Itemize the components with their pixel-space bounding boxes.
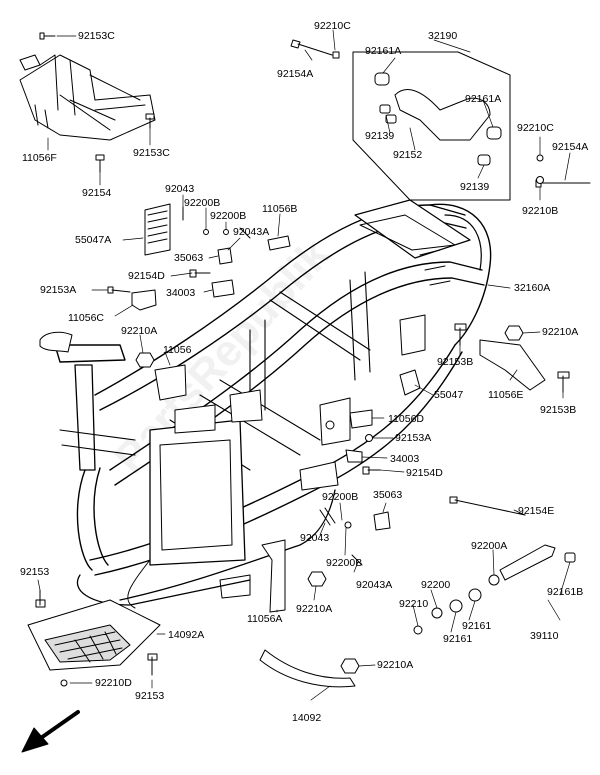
part-label-32190: 32190 <box>428 30 458 42</box>
cushion-55047 <box>399 369 421 396</box>
part-label-11056A: 11056A <box>247 613 283 625</box>
part-label-92161B: 92161B <box>547 586 584 598</box>
part-label-92161: 92161 <box>443 633 473 645</box>
part-label-92043: 92043 <box>165 183 195 195</box>
cushion-55047A <box>144 203 171 256</box>
bracket-11056E <box>479 339 546 391</box>
lower-bar-14092 <box>259 649 356 688</box>
part-label-92153: 92153 <box>20 566 50 578</box>
part-label-55047A: 55047A <box>75 234 112 246</box>
part-label-92210B: 92210B <box>522 205 559 217</box>
part-label-92200B: 92200B <box>210 210 247 222</box>
bracket-11056A <box>261 539 286 613</box>
part-label-92200A: 92200A <box>471 540 508 552</box>
part-label-92154: 92154 <box>82 187 112 199</box>
part-label-92210: 92210 <box>399 598 429 610</box>
part-label-11056C: 11056C <box>68 312 105 324</box>
bolt-parts <box>35 32 591 687</box>
leader-lines <box>37 29 571 701</box>
part-label-92210A: 92210A <box>121 325 158 337</box>
part-label-35063: 35063 <box>174 252 204 264</box>
link-39110 <box>499 544 556 581</box>
part-label-11056F: 11056F <box>22 152 57 164</box>
part-label-11056D: 11056D <box>388 413 425 425</box>
part-label-92210C: 92210C <box>517 122 554 134</box>
part-label-92210A: 92210A <box>542 326 579 338</box>
part-label-92153C-top: 92153C <box>78 30 115 42</box>
part-label-92210D: 92210D <box>95 677 132 689</box>
part-label-92154E: 92154E <box>518 505 555 517</box>
part-label-92161A: 92161A <box>465 93 502 105</box>
bracket-11056C <box>131 289 157 311</box>
part-label-14092A: 14092A <box>168 629 205 641</box>
bracket-11056 <box>154 364 187 401</box>
part-label-92139: 92139 <box>365 130 395 142</box>
part-label-92154D: 92154D <box>128 270 165 282</box>
skid-plate-14092A <box>27 599 161 671</box>
part-label-92154D: 92154D <box>406 467 443 479</box>
part-label-92043: 92043 <box>300 532 330 544</box>
front-direction-arrow-icon <box>21 710 80 753</box>
part-label-92153A: 92153A <box>40 284 77 296</box>
part-label-32160A: 32160A <box>514 282 551 294</box>
part-label-92153A: 92153A <box>395 432 432 444</box>
part-label-92200B: 92200B <box>322 491 359 503</box>
bracket-11056F <box>19 54 156 141</box>
part-label-55047: 55047 <box>434 389 464 401</box>
part-label-92200B: 92200B <box>326 557 363 569</box>
main-frame <box>39 199 492 609</box>
part-label-11056B: 11056B <box>262 203 298 215</box>
part-label-92200B: 92200B <box>184 197 221 209</box>
part-label-92154A: 92154A <box>277 68 314 80</box>
part-label-11056: 11056 <box>163 344 192 356</box>
part-label-92153C-mid: 92153C <box>133 147 170 159</box>
part-label-92210A: 92210A <box>377 659 414 671</box>
bracket-11056D <box>349 409 373 429</box>
part-label-92210C: 92210C <box>314 20 351 32</box>
part-label-92210A: 92210A <box>296 603 333 615</box>
part-label-92139: 92139 <box>460 181 490 193</box>
part-label-11056E: 11056E <box>488 389 524 401</box>
part-label-92200: 92200 <box>421 579 451 591</box>
part-label-14092: 14092 <box>292 712 322 724</box>
part-label-92154A: 92154A <box>552 141 589 153</box>
part-label-92153B: 92153B <box>437 356 474 368</box>
part-label-92043A: 92043A <box>233 226 270 238</box>
part-label-34003: 34003 <box>390 453 420 465</box>
plate-11056B <box>267 235 291 251</box>
nut-parts <box>135 325 524 674</box>
part-label-34003: 34003 <box>166 287 196 299</box>
part-label-39110: 39110 <box>530 630 559 642</box>
bushing-parts <box>211 247 391 531</box>
part-label-92161: 92161 <box>462 620 492 632</box>
clip-parts <box>239 227 363 566</box>
part-label-35063: 35063 <box>373 489 403 501</box>
part-label-92153B: 92153B <box>540 404 577 416</box>
part-label-92043A: 92043A <box>356 579 393 591</box>
assembly-32190-box <box>352 51 511 201</box>
part-label-92161A: 92161A <box>365 45 402 57</box>
part-label-92153: 92153 <box>135 690 165 702</box>
part-label-92152: 92152 <box>393 149 423 161</box>
